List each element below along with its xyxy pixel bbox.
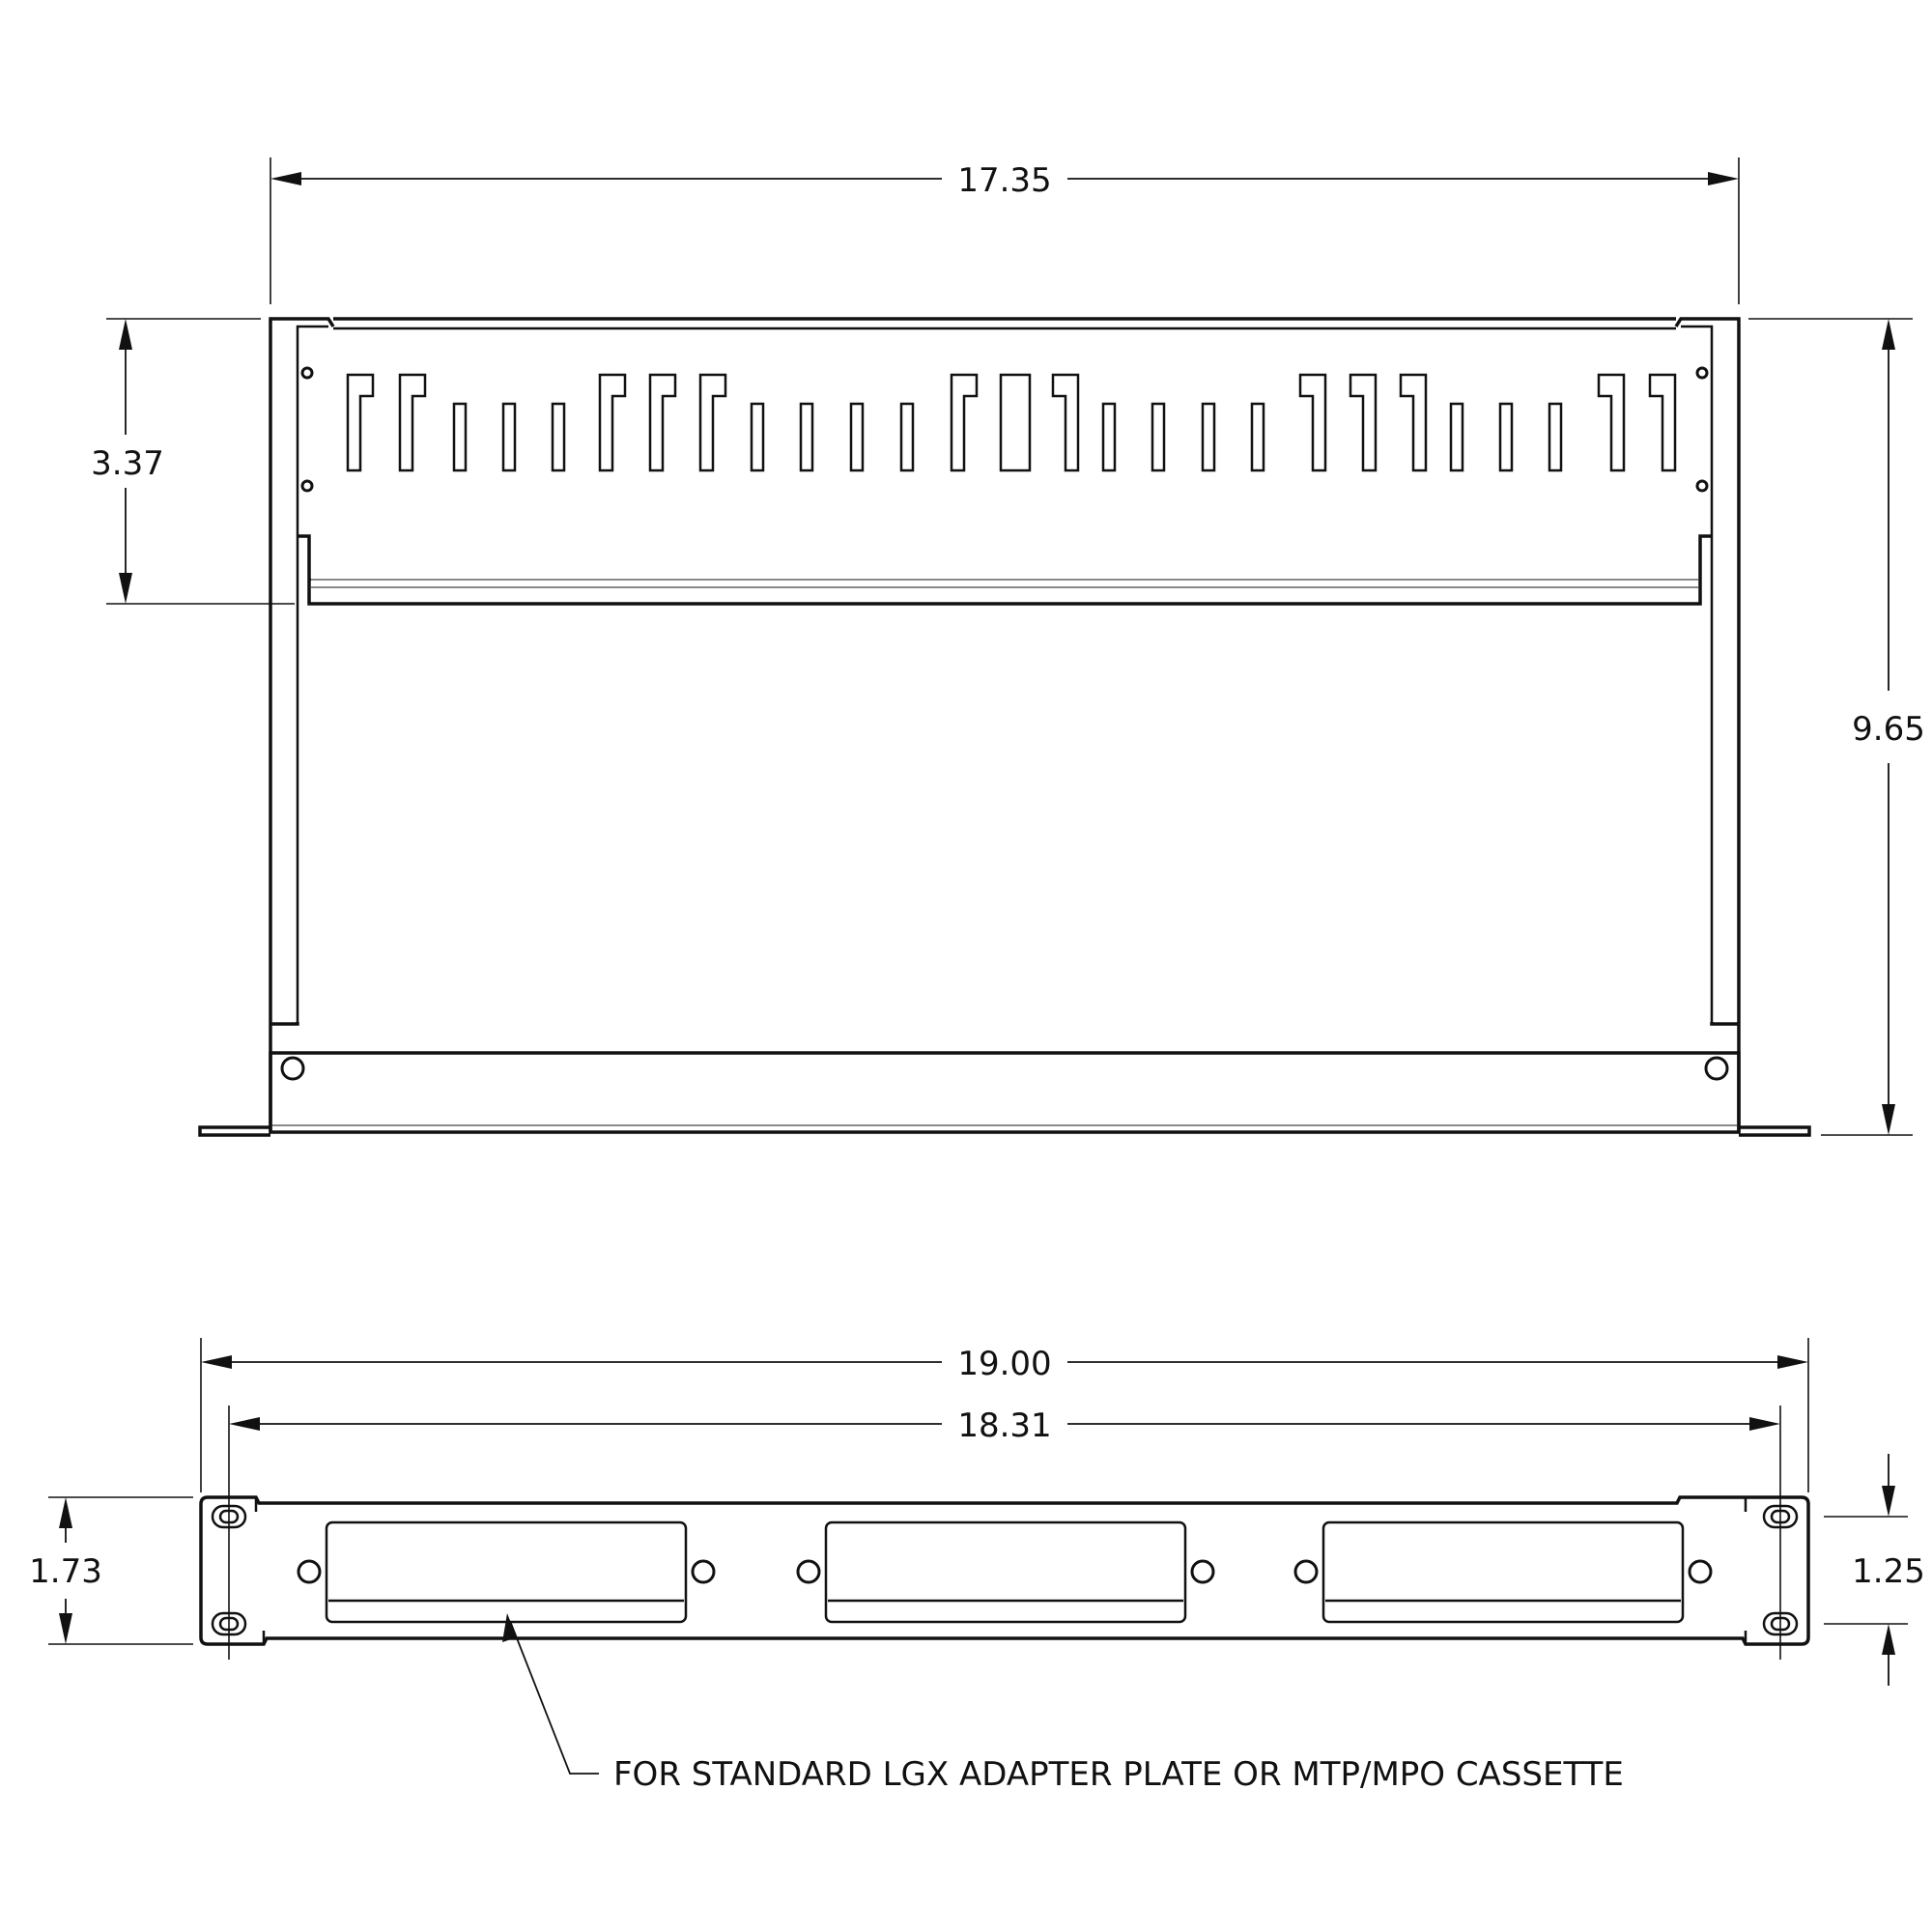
cable-slot bbox=[799, 402, 814, 472]
right-side-wall bbox=[1674, 317, 1741, 1132]
cable-slot-hook bbox=[1597, 373, 1626, 472]
dim-mount-spacing-label: 1.25 bbox=[1852, 1552, 1925, 1591]
cable-slot-hook bbox=[698, 373, 727, 472]
front-view: 19.00 18.31 1.73 bbox=[29, 1338, 1925, 1794]
cable-slot-hook bbox=[398, 373, 427, 472]
dim-front-width: 19.00 bbox=[200, 1338, 1809, 1492]
screw-hole-icon bbox=[1293, 1559, 1319, 1584]
cable-slot bbox=[1548, 402, 1563, 472]
adapter-openings bbox=[297, 1520, 1713, 1624]
top-view: 17.35 3.37 9.65 bbox=[91, 157, 1925, 1137]
rail-hole-icon bbox=[280, 1056, 305, 1081]
adapter-opening bbox=[824, 1520, 1187, 1624]
cable-slot-box bbox=[999, 373, 1032, 472]
cable-slot-hook bbox=[598, 373, 627, 472]
cable-slot bbox=[849, 402, 865, 472]
dim-side-depth: 9.65 bbox=[1748, 318, 1925, 1136]
left-side-wall bbox=[269, 317, 335, 1132]
cable-slot-hook bbox=[1298, 373, 1327, 472]
front-plate bbox=[199, 1495, 1810, 1646]
screw-hole-icon bbox=[297, 1559, 322, 1584]
cable-slot-hook bbox=[1051, 373, 1080, 472]
panel-screw-icon bbox=[1695, 366, 1709, 380]
panel-screw-icon bbox=[300, 366, 314, 380]
cable-slot bbox=[501, 402, 517, 472]
cable-slot bbox=[452, 402, 468, 472]
cable-slot-hook bbox=[1349, 373, 1378, 472]
dim-tray-height-label: 3.37 bbox=[91, 444, 164, 483]
cable-slot bbox=[899, 402, 915, 472]
cable-slot bbox=[1449, 402, 1464, 472]
panel-screw-icon bbox=[1695, 479, 1709, 493]
adapter-opening bbox=[1321, 1520, 1685, 1624]
cable-slot-hook bbox=[648, 373, 677, 472]
right-flange bbox=[1710, 1022, 1739, 1026]
screw-hole-icon bbox=[796, 1559, 821, 1584]
adapter-opening bbox=[325, 1520, 688, 1624]
right-inner-wall bbox=[1681, 325, 1714, 1022]
adapter-note: FOR STANDARD LGX ADAPTER PLATE OR MTP/MP… bbox=[613, 1755, 1624, 1794]
dim-top-width-label: 17.35 bbox=[957, 161, 1051, 200]
dim-front-height: 1.73 bbox=[29, 1496, 193, 1645]
panel-screw-icon bbox=[300, 479, 314, 493]
dim-mount-spacing: 1.25 bbox=[1824, 1454, 1925, 1686]
cable-slot bbox=[1201, 402, 1216, 472]
cable-slot bbox=[1250, 402, 1265, 472]
cable-slot bbox=[750, 402, 765, 472]
left-inner-wall bbox=[296, 325, 328, 1022]
cable-slot bbox=[1101, 402, 1117, 472]
screw-hole-icon bbox=[1190, 1559, 1215, 1584]
cable-slot-hook bbox=[950, 373, 979, 472]
cable-slot bbox=[1498, 402, 1514, 472]
dim-tray-height: 3.37 bbox=[91, 318, 295, 605]
front-rail bbox=[269, 1051, 1741, 1134]
dim-hole-spacing-label: 18.31 bbox=[957, 1406, 1051, 1445]
dim-front-height-label: 1.73 bbox=[29, 1552, 102, 1591]
cable-slots bbox=[346, 373, 1677, 472]
dim-hole-spacing: 18.31 bbox=[228, 1406, 1781, 1660]
screw-hole-icon bbox=[691, 1559, 716, 1584]
cable-tray-panel bbox=[298, 534, 1712, 606]
dim-top-width: 17.35 bbox=[270, 157, 1740, 304]
leader-callout: FOR STANDARD LGX ADAPTER PLATE OR MTP/MP… bbox=[502, 1613, 1624, 1794]
cable-slot bbox=[1151, 402, 1166, 472]
cable-slot-hook bbox=[346, 373, 375, 472]
screw-hole-icon bbox=[1688, 1559, 1713, 1584]
right-mount-ear bbox=[1739, 1125, 1811, 1137]
cable-slot bbox=[551, 402, 566, 472]
rail-hole-icon bbox=[1704, 1056, 1729, 1081]
dim-side-depth-label: 9.65 bbox=[1852, 710, 1925, 749]
cable-slot-hook bbox=[1399, 373, 1428, 472]
cable-slot-hook bbox=[1648, 373, 1677, 472]
dim-front-width-label: 19.00 bbox=[957, 1345, 1051, 1383]
left-flange bbox=[270, 1022, 299, 1026]
left-mount-ear bbox=[198, 1125, 270, 1137]
